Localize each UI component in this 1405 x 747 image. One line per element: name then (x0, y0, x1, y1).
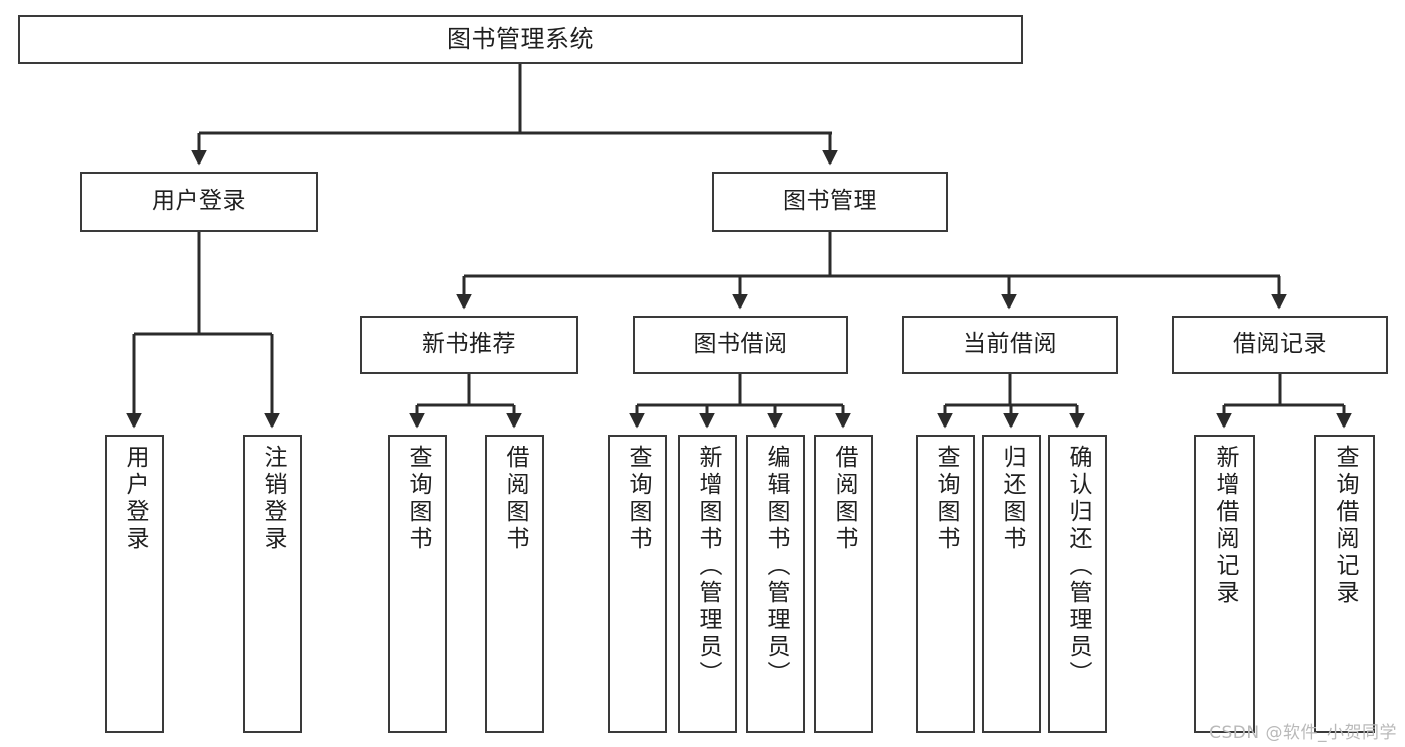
node-leaf-query-book-2[interactable]: 查询图书 (608, 435, 667, 733)
node-label: 用户登录 (152, 188, 246, 215)
node-leaf-return-book[interactable]: 归还图书 (982, 435, 1041, 733)
node-leaf-add-record[interactable]: 新增借阅记录 (1194, 435, 1255, 733)
node-book-borrow[interactable]: 图书借阅 (633, 316, 848, 374)
watermark: CSDN @软件_小贺同学 (1209, 723, 1397, 743)
node-label: 当前借阅 (963, 331, 1057, 358)
node-label: 编辑图书（管理员） (763, 445, 789, 688)
node-label: 归还图书 (999, 445, 1025, 553)
node-new-book-recommend[interactable]: 新书推荐 (360, 316, 578, 374)
node-root-book-management-system[interactable]: 图书管理系统 (18, 15, 1023, 64)
node-leaf-confirm-return[interactable]: 确认归还（管理员） (1048, 435, 1107, 733)
node-book-manage[interactable]: 图书管理 (712, 172, 948, 232)
node-leaf-edit-book[interactable]: 编辑图书（管理员） (746, 435, 805, 733)
node-label: 借阅记录 (1233, 331, 1327, 358)
node-leaf-add-book[interactable]: 新增图书（管理员） (678, 435, 737, 733)
node-leaf-user-logout[interactable]: 注销登录 (243, 435, 302, 733)
node-label: 借阅图书 (831, 445, 857, 553)
node-label: 借阅图书 (502, 445, 528, 553)
node-label: 查询图书 (625, 445, 651, 553)
node-leaf-borrow-book-2[interactable]: 借阅图书 (814, 435, 873, 733)
node-label: 图书管理 (783, 188, 877, 215)
node-label: 注销登录 (260, 445, 286, 553)
node-label: 图书管理系统 (447, 25, 594, 54)
node-label: 图书借阅 (693, 331, 788, 358)
node-label: 新增图书（管理员） (695, 445, 721, 688)
node-leaf-borrow-book-1[interactable]: 借阅图书 (485, 435, 544, 733)
node-user-login[interactable]: 用户登录 (80, 172, 318, 232)
node-label: 查询图书 (405, 445, 431, 553)
node-label: 查询图书 (933, 445, 959, 553)
node-label: 确认归还（管理员） (1065, 445, 1091, 688)
node-leaf-query-book-3[interactable]: 查询图书 (916, 435, 975, 733)
node-label: 查询借阅记录 (1332, 445, 1358, 607)
node-label: 新增借阅记录 (1212, 445, 1238, 607)
node-leaf-query-book-1[interactable]: 查询图书 (388, 435, 447, 733)
node-leaf-user-login[interactable]: 用户登录 (105, 435, 164, 733)
node-current-borrow[interactable]: 当前借阅 (902, 316, 1118, 374)
node-label: 新书推荐 (422, 331, 516, 358)
node-borrow-record[interactable]: 借阅记录 (1172, 316, 1388, 374)
node-label: 用户登录 (122, 445, 148, 553)
node-leaf-query-record[interactable]: 查询借阅记录 (1314, 435, 1375, 733)
